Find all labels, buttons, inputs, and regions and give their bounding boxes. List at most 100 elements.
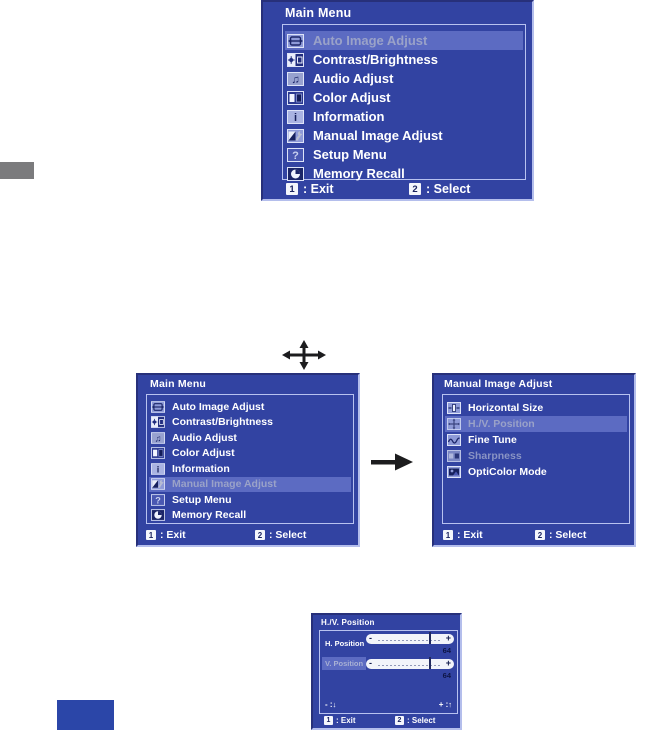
adjust-box: H. Position - + 64 V. Position - + 64 - … — [319, 630, 458, 714]
menu-item-setup-menu[interactable]: ? Setup Menu — [149, 492, 351, 508]
menu-item-opticolor-mode[interactable]: OptiColor Mode — [445, 464, 627, 480]
menu-list: Auto Image Adjust Contrast/Brightness ♫ … — [282, 24, 526, 183]
footer-exit: 1 : Exit — [286, 182, 334, 196]
decorative-blue-box — [57, 700, 114, 730]
slider-plus[interactable]: + — [445, 633, 451, 644]
menu-item-fine-tune[interactable]: Fine Tune — [445, 432, 627, 448]
v-position-value: 64 — [442, 671, 451, 680]
memory-recall-icon — [287, 166, 304, 181]
manual-image-adjust-icon — [287, 128, 304, 143]
menu-item-label: Auto Image Adjust — [172, 400, 265, 413]
osd-title: Main Menu — [285, 6, 352, 20]
increase-hint: + :↑ — [438, 700, 452, 709]
fine-tune-icon — [447, 434, 461, 446]
audio-adjust-icon: ♫ — [151, 431, 165, 444]
h-position-label: H. Position — [325, 639, 365, 648]
opticolor-mode-icon — [447, 466, 461, 478]
horizontal-size-icon — [447, 402, 461, 414]
slider-track — [378, 665, 442, 666]
svg-text:?: ? — [292, 150, 299, 162]
contrast-brightness-icon — [151, 416, 165, 429]
menu-item-color-adjust[interactable]: Color Adjust — [149, 446, 351, 462]
menu-item-auto-image-adjust[interactable]: Auto Image Adjust — [149, 399, 351, 415]
menu-item-label: Information — [172, 462, 230, 475]
svg-text:?: ? — [155, 495, 161, 505]
menu-item-audio-adjust[interactable]: ♫ Audio Adjust — [149, 430, 351, 446]
v-position-label: V. Position — [322, 657, 366, 670]
menu-item-memory-recall[interactable]: Memory Recall — [149, 508, 351, 524]
setup-menu-icon: ? — [287, 147, 304, 162]
setup-menu-icon: ? — [151, 493, 165, 506]
decrease-hint: - :↓ — [325, 700, 337, 709]
menu-item-hv-position[interactable]: H./V. Position — [445, 416, 627, 432]
menu-item-contrast-brightness[interactable]: Contrast/Brightness — [149, 415, 351, 431]
menu-item-label: Setup Menu — [313, 147, 387, 162]
menu-item-contrast-brightness[interactable]: Contrast/Brightness — [285, 50, 523, 69]
slider-minus[interactable]: - — [369, 633, 372, 644]
slider-track — [378, 640, 442, 641]
key-2-badge: 2 — [409, 183, 421, 195]
osd-main-menu-top: Main Menu Auto Image Adjust Contrast/Bri… — [261, 0, 534, 201]
down-arrow-icon: ↓ — [332, 700, 337, 709]
menu-item-label: Setup Menu — [172, 493, 232, 506]
menu-list: Horizontal Size H./V. Position Fine Tune… — [442, 394, 630, 524]
menu-item-label: Color Adjust — [172, 447, 235, 460]
menu-item-label: Manual Image Adjust — [172, 478, 277, 491]
footer-exit: 1 : Exit — [324, 716, 356, 725]
menu-item-manual-image-adjust[interactable]: Manual Image Adjust — [285, 126, 523, 145]
sharpness-icon — [447, 450, 461, 462]
memory-recall-icon — [151, 509, 165, 522]
menu-item-label: Manual Image Adjust — [313, 128, 443, 143]
menu-item-label: Memory Recall — [313, 166, 405, 181]
menu-item-memory-recall[interactable]: Memory Recall — [285, 164, 523, 183]
svg-text:♫: ♫ — [291, 74, 299, 86]
menu-item-label: Auto Image Adjust — [313, 33, 428, 48]
osd-main-menu-mid: Main Menu Auto Image Adjust Contrast/Bri… — [136, 373, 360, 547]
menu-item-label: Audio Adjust — [313, 71, 394, 86]
slider-thumb[interactable] — [429, 632, 432, 644]
menu-item-audio-adjust[interactable]: ♫ Audio Adjust — [285, 69, 523, 88]
footer-select: 2 : Select — [409, 182, 470, 196]
slider-plus[interactable]: + — [445, 658, 451, 669]
osd-title: H./V. Position — [321, 618, 375, 627]
slider-thumb[interactable] — [429, 657, 432, 669]
menu-item-setup-menu[interactable]: ? Setup Menu — [285, 145, 523, 164]
key-2-badge: 2 — [535, 530, 545, 540]
color-adjust-icon — [151, 447, 165, 460]
menu-item-label: Sharpness — [468, 450, 522, 462]
footer-select: 2 : Select — [255, 529, 306, 541]
key-2-badge: 2 — [395, 716, 404, 725]
h-position-slider[interactable]: - + — [366, 632, 454, 644]
menu-item-label: H./V. Position — [468, 418, 535, 430]
slider-minus[interactable]: - — [369, 658, 372, 669]
menu-item-label: Audio Adjust — [172, 431, 237, 444]
menu-item-horizontal-size[interactable]: Horizontal Size — [445, 400, 627, 416]
menu-item-label: Color Adjust — [313, 90, 391, 105]
key-1-badge: 1 — [324, 716, 333, 725]
osd-manual-image-adjust-menu: Manual Image Adjust Horizontal Size H./V… — [432, 373, 636, 547]
color-adjust-icon — [287, 90, 304, 105]
flow-arrow-icon — [371, 453, 413, 476]
contrast-brightness-icon — [287, 52, 304, 67]
menu-list: Auto Image Adjust Contrast/Brightness ♫ … — [146, 394, 354, 524]
footer-select: 2 : Select — [395, 716, 435, 725]
footer-select: 2 : Select — [535, 529, 586, 541]
v-position-slider[interactable]: - + — [366, 657, 454, 669]
auto-image-adjust-icon — [151, 400, 165, 413]
menu-item-information[interactable]: i Information — [285, 107, 523, 126]
osd-title: Manual Image Adjust — [444, 378, 553, 390]
hv-position-icon — [447, 418, 461, 430]
osd-title: Main Menu — [150, 378, 207, 390]
information-icon: i — [287, 109, 304, 124]
menu-item-color-adjust[interactable]: Color Adjust — [285, 88, 523, 107]
move-crosshair-icon — [282, 340, 326, 375]
menu-item-manual-image-adjust[interactable]: Manual Image Adjust — [149, 476, 351, 492]
menu-item-sharpness[interactable]: Sharpness — [445, 448, 627, 464]
audio-adjust-icon: ♫ — [287, 71, 304, 86]
menu-item-information[interactable]: i Information — [149, 461, 351, 477]
menu-item-label: Memory Recall — [172, 509, 247, 522]
menu-item-auto-image-adjust[interactable]: Auto Image Adjust — [285, 31, 523, 50]
svg-text:i: i — [294, 112, 297, 124]
menu-item-label: Contrast/Brightness — [313, 52, 438, 67]
menu-item-label: Contrast/Brightness — [172, 416, 273, 429]
